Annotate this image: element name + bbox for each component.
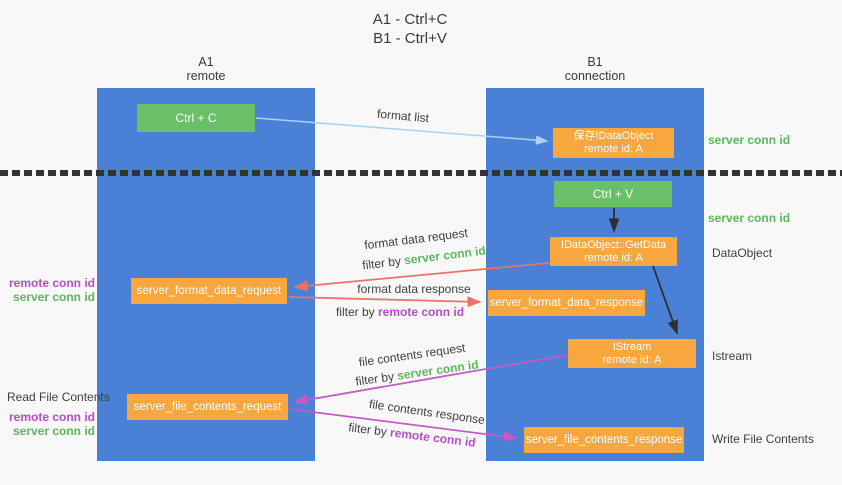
node-istream-line2: remote id: A <box>602 353 662 366</box>
label-format-data-response: format data response <box>357 282 471 296</box>
node-istream: IStream remote id: A <box>568 339 696 368</box>
node-file-request-label: server_file_contents_request <box>133 400 282 413</box>
label-read-file-contents: Read File Contents <box>7 390 110 404</box>
lane-a1-role: remote <box>186 69 226 83</box>
node-server-format-data-request: server_format_data_request <box>131 278 287 304</box>
node-format-response-label: server_format_data_response <box>489 296 644 309</box>
left-conn-id-block-bottom: remote conn id server conn id <box>0 410 95 438</box>
label-server-conn-id-mid-right: server conn id <box>708 211 791 225</box>
lane-a1-name: A1 <box>198 55 214 69</box>
filter-by-text: filter by <box>354 369 395 389</box>
label-write-file-contents: Write File Contents <box>712 432 814 446</box>
label-server-conn-id-top-right: server conn id <box>708 133 791 147</box>
diagram-title: A1 - Ctrl+C B1 - Ctrl+V <box>300 10 520 48</box>
node-ctrl-c-label: Ctrl + C <box>175 110 217 125</box>
arrow-format-data-response <box>288 296 482 308</box>
lane-header-b1: B1 connection <box>486 55 704 83</box>
label-filter-by-remote-conn-id-2: filter by remote conn id <box>348 420 477 450</box>
node-getdata-line2: remote id: A <box>584 251 643 264</box>
node-ctrl-v-label: Ctrl + V <box>592 186 634 201</box>
remote-conn-id-text: remote conn id <box>389 425 477 450</box>
title-line-1: A1 - Ctrl+C <box>372 11 448 28</box>
node-file-response-label: server_file_contents_response <box>525 433 683 446</box>
node-save-idataobject-line2: remote id: A <box>584 143 643 155</box>
label-istream: Istream <box>712 349 753 363</box>
node-ctrl-c: Ctrl + C <box>137 104 255 132</box>
label-remote-conn-id-left-bottom: remote conn id <box>8 410 95 424</box>
node-server-file-contents-request: server_file_contents_request <box>127 394 288 420</box>
left-conn-id-block-mid: remote conn id server conn id <box>0 276 95 304</box>
node-istream-line1: IStream <box>612 340 652 353</box>
filter-by-text: filter by <box>361 253 402 273</box>
label-remote-conn-id-left-mid: remote conn id <box>8 276 95 290</box>
node-format-request-label: server_format_data_request <box>136 284 282 297</box>
label-dataobject: DataObject <box>712 246 773 260</box>
lane-b1-role: connection <box>564 69 626 83</box>
node-server-format-data-response: server_format_data_response <box>488 290 645 316</box>
lane-header-a1: A1 remote <box>97 55 315 83</box>
label-server-conn-id-left-mid: server conn id <box>12 290 95 304</box>
label-filter-by-remote-conn-id-1: filter by remote conn id <box>336 305 464 319</box>
node-getdata-line1: IDataObject::GetData <box>560 238 667 251</box>
label-file-contents-response: file contents response <box>368 396 486 428</box>
filter-by-text: filter by <box>347 420 388 439</box>
node-save-idataobject: 保存IDataObject remote id: A <box>553 128 674 158</box>
filter-by-text: filter by <box>335 305 375 319</box>
node-idataobject-getdata: IDataObject::GetData remote id: A <box>550 237 677 266</box>
dotted-separator-line <box>0 170 842 176</box>
lane-b1-name: B1 <box>587 55 603 69</box>
label-server-conn-id-left-bottom: server conn id <box>12 424 95 438</box>
server-conn-id-text: server conn id <box>403 243 487 268</box>
title-line-2: B1 - Ctrl+V <box>373 30 447 47</box>
remote-conn-id-text: remote conn id <box>378 305 465 319</box>
label-format-list: format list <box>376 106 430 126</box>
node-ctrl-v: Ctrl + V <box>554 181 672 207</box>
node-save-idataobject-line1: 保存IDataObject <box>573 130 654 142</box>
node-server-file-contents-response: server_file_contents_response <box>524 427 684 453</box>
